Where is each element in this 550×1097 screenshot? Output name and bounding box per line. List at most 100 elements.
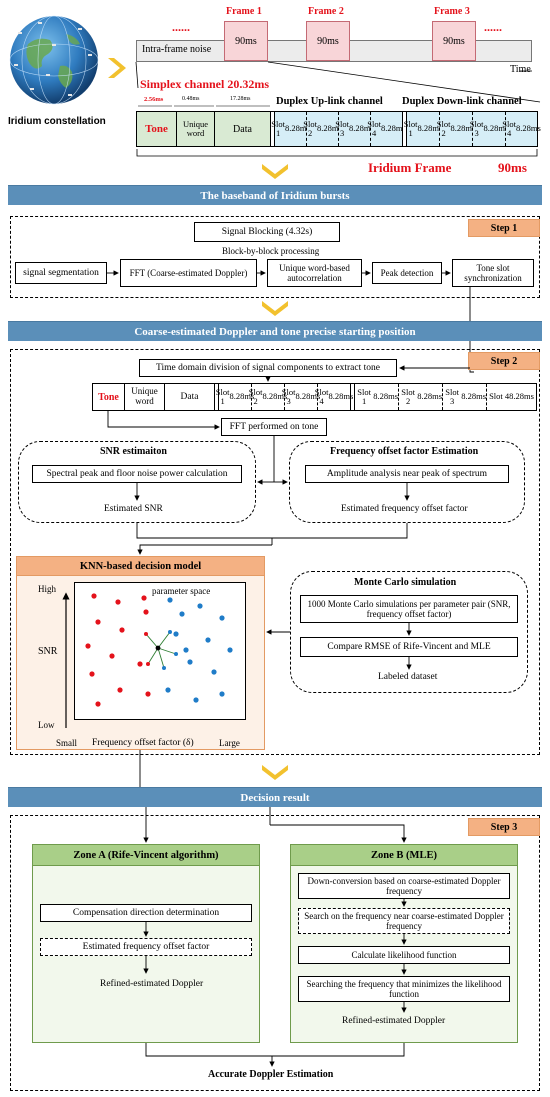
mc-output: Labeled dataset bbox=[378, 672, 438, 682]
step1-box-fft: FFT (Coarse-estimated Doppler) bbox=[120, 259, 257, 287]
red-class-point bbox=[91, 593, 97, 599]
frame-1-duration: 90ms bbox=[235, 35, 257, 47]
frame-cell-data: Data bbox=[215, 112, 271, 146]
frame-cell-uw: Unique word bbox=[177, 112, 215, 146]
block-processing-label: Block-by-block processing bbox=[222, 246, 320, 256]
neighbor-link bbox=[147, 647, 159, 665]
frame-cell-tone: Tone bbox=[137, 112, 177, 146]
s2-down-slot-4-dur: 8.28ms bbox=[509, 391, 534, 402]
fo-panel bbox=[289, 441, 525, 523]
dim-uw: 0.48ms bbox=[182, 96, 200, 102]
neighbor-point bbox=[146, 662, 150, 666]
frame-1-label: Frame 1 bbox=[226, 6, 262, 17]
s2-cell-tone: Tone bbox=[93, 384, 125, 410]
s2-up-slot-2-label: Slot 2 bbox=[248, 386, 263, 406]
s2-down-slot-3-label: Slot 3 bbox=[445, 386, 459, 406]
up-slot-4-label: Slot 4 bbox=[367, 118, 381, 138]
dimension-row: 2.56ms 0.48ms 17.28ms bbox=[136, 96, 272, 108]
frame-2-label: Frame 2 bbox=[308, 6, 344, 17]
globe-icon bbox=[8, 14, 100, 106]
y-high-label: High bbox=[38, 584, 56, 594]
blue-class-point bbox=[179, 611, 185, 617]
red-class-point bbox=[141, 595, 147, 601]
s2-up-slot-4-label: Slot 4 bbox=[314, 386, 329, 406]
blue-class-point bbox=[219, 691, 225, 697]
fo-box: Amplitude analysis near peak of spectrum bbox=[305, 465, 509, 483]
blue-class-point bbox=[165, 687, 171, 693]
blue-class-point bbox=[205, 637, 211, 643]
knn-title-bar: KNN-based decision model bbox=[16, 556, 265, 576]
step2-panel bbox=[10, 349, 540, 755]
step3-label: Step 3 bbox=[468, 818, 540, 836]
blue-class-point bbox=[227, 647, 233, 653]
mc-title: Monte Carlo simulation bbox=[354, 577, 457, 588]
y-axis-label: SNR bbox=[38, 646, 58, 657]
step1-box-segmentation: signal segmentation bbox=[15, 262, 107, 284]
mc-panel bbox=[290, 571, 528, 693]
frame-1: 90ms bbox=[224, 21, 268, 61]
zone-a-output: Refined-estimated Doppler bbox=[100, 979, 204, 989]
snr-output: Estimated SNR bbox=[104, 504, 163, 514]
coarse-bar: Coarse-estimated Doppler and tone precis… bbox=[8, 321, 542, 341]
neighbor-point bbox=[174, 652, 178, 656]
s2-down-slot-3-dur: 8.28ms bbox=[461, 391, 486, 402]
s2-up-slot-3-label: Slot 3 bbox=[281, 386, 296, 406]
step1-box-tone-sync: Tone slot synchronization bbox=[452, 259, 534, 287]
s2-down-slot-1-label: Slot 1 bbox=[357, 386, 371, 406]
s2-up-slot-3-dur: 8.28ms bbox=[295, 391, 321, 402]
blue-class-point bbox=[197, 603, 203, 609]
up-slot-1-label: Slot 1 bbox=[271, 118, 285, 138]
step3-panel bbox=[10, 815, 540, 1091]
mc-box-2: Compare RMSE of Rife-Vincent and MLE bbox=[300, 637, 518, 657]
s2-up-slot-1-label: Slot 1 bbox=[215, 386, 230, 406]
simplex-title: Simplex channel 20.32ms bbox=[140, 77, 270, 91]
neighbor-link bbox=[157, 647, 177, 655]
s2-cell-uw: Unique word bbox=[125, 384, 165, 410]
knn-title: KNN-based decision model bbox=[79, 560, 202, 572]
frame-3: 90ms bbox=[432, 21, 476, 61]
frame-3-duration: 90ms bbox=[443, 35, 465, 47]
dots-left: ...... bbox=[172, 20, 190, 34]
s2-down-slot-2-dur: 8.28ms bbox=[417, 391, 442, 402]
parameter-space-plot bbox=[74, 582, 246, 720]
zone-b-box-3: Calculate likelihood function bbox=[298, 946, 510, 964]
final-result: Accurate Doppler Estimation bbox=[208, 1069, 334, 1080]
down-slot-1-dur: 8.28ms bbox=[417, 123, 443, 134]
s2-cell-data: Data bbox=[165, 384, 215, 410]
snr-title: SNR estimaiton bbox=[100, 446, 167, 457]
red-class-point bbox=[95, 701, 101, 707]
step1-panel bbox=[10, 216, 540, 298]
frame-2-duration: 90ms bbox=[317, 35, 339, 47]
red-class-point bbox=[95, 619, 101, 625]
fo-title: Frequency offset factor Estimation bbox=[330, 446, 479, 457]
frame-3-label: Frame 3 bbox=[434, 6, 470, 17]
mc-box-1: 1000 Monte Carlo simulations per paramet… bbox=[300, 595, 518, 623]
red-class-point bbox=[85, 643, 91, 649]
duplex-up-title: Duplex Up-link channel bbox=[276, 96, 383, 107]
y-low-label: Low bbox=[38, 720, 55, 730]
s2-gap-2 bbox=[351, 384, 355, 410]
neighbor-link bbox=[157, 647, 165, 669]
snr-panel bbox=[18, 441, 256, 523]
neighbor-point bbox=[162, 666, 166, 670]
blue-class-point bbox=[187, 659, 193, 665]
up-slot-3-label: Slot 3 bbox=[335, 118, 349, 138]
